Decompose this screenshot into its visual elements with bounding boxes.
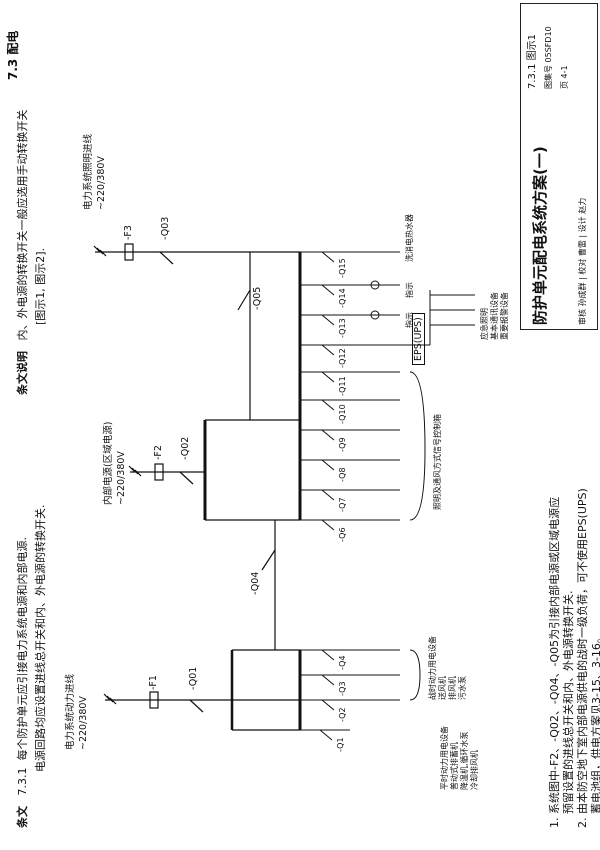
switch-q1: -Q1 [336, 737, 345, 752]
switch-q01: -Q01 [188, 666, 199, 690]
switch-q6: -Q6 [338, 527, 347, 542]
switch-q15: -Q15 [338, 258, 347, 278]
note-2a: 2. 由本防空地下室内部电源供电的战时一级负荷，可不使用EPS(UPS) [576, 488, 589, 828]
note-1a: 1. 系统图中-F2、-Q02、-Q04、-Q05为引接内部电源或区域电源应 [548, 496, 561, 828]
loads-q6-11: 照明及通风方式信号控制箱 [433, 414, 442, 510]
load-q15: 洗消电热水器 [405, 214, 414, 262]
signatures: 审核 孙成群 | 校对 曹雷 | 设计 赵力 [578, 197, 587, 325]
feeder-left-name: 电力系统动力进线 [65, 673, 76, 750]
title-block: 防护单元配电系统方案(一) 7.3.1 图示1 图集号 05SFD10 页 4-… [520, 3, 598, 330]
switch-q04: -Q04 [250, 571, 261, 595]
switch-q3: -Q3 [338, 681, 347, 696]
switch-q05: -Q05 [252, 286, 263, 310]
figure-label: 7.3.1 图示1 [527, 34, 538, 89]
switch-q03: -Q03 [160, 216, 171, 240]
switch-q2: -Q2 [338, 707, 347, 722]
fuse-f2: -F2 [153, 445, 164, 460]
feeder-left-voltage: ~220/380V [78, 696, 89, 750]
switch-q11: -Q11 [338, 376, 347, 396]
fuse-f1: -F1 [148, 675, 159, 690]
switch-q7: -Q7 [338, 497, 347, 512]
feeder-middle-name: 内部电源(区域电源) [103, 421, 114, 505]
load-q14: 指示 [405, 282, 414, 298]
switch-q13: -Q13 [338, 318, 347, 338]
load-q13: 指示 [405, 312, 414, 328]
fuse-f3: -F3 [123, 225, 134, 240]
feeder-right-voltage: ~220/380V [96, 156, 107, 210]
switch-q02: -Q02 [180, 436, 191, 460]
switch-q9: -Q9 [338, 437, 347, 452]
note-2b: 蓄电池组，供电方案见3-15、3-16。 [590, 632, 600, 814]
loads-q234: 战时动力用电设备送风机排风机污水泵 [428, 636, 467, 700]
loads-eps: 应急照明基本通讯设备重要报警设备 [480, 292, 509, 340]
drawing-title: 防护单元配电系统方案(一) [531, 146, 549, 325]
switch-q8: -Q8 [338, 467, 347, 482]
switch-q14: -Q14 [338, 288, 347, 308]
note-1b: 预留设置的进线总开关和内、外电源转换开关. [562, 590, 575, 815]
atlas-number: 05SFD10 [544, 26, 553, 63]
loads-q1: 平时动力用电设备普动式排蓄机降温机,循环水泵冷却排风机 [440, 726, 479, 790]
switch-q12: -Q12 [338, 348, 347, 368]
feeder-right-name: 电力系统照明进线 [83, 133, 94, 210]
page-number: 4-1 [560, 65, 569, 79]
notes-block: 1. 系统图中-F2、-Q02、-Q04、-Q05为引接内部电源或区域电源应 预… [548, 488, 600, 828]
switch-q10: -Q10 [338, 404, 347, 424]
switch-q4: -Q4 [338, 655, 347, 670]
feeder-middle-voltage: ~220/380V [116, 451, 127, 505]
